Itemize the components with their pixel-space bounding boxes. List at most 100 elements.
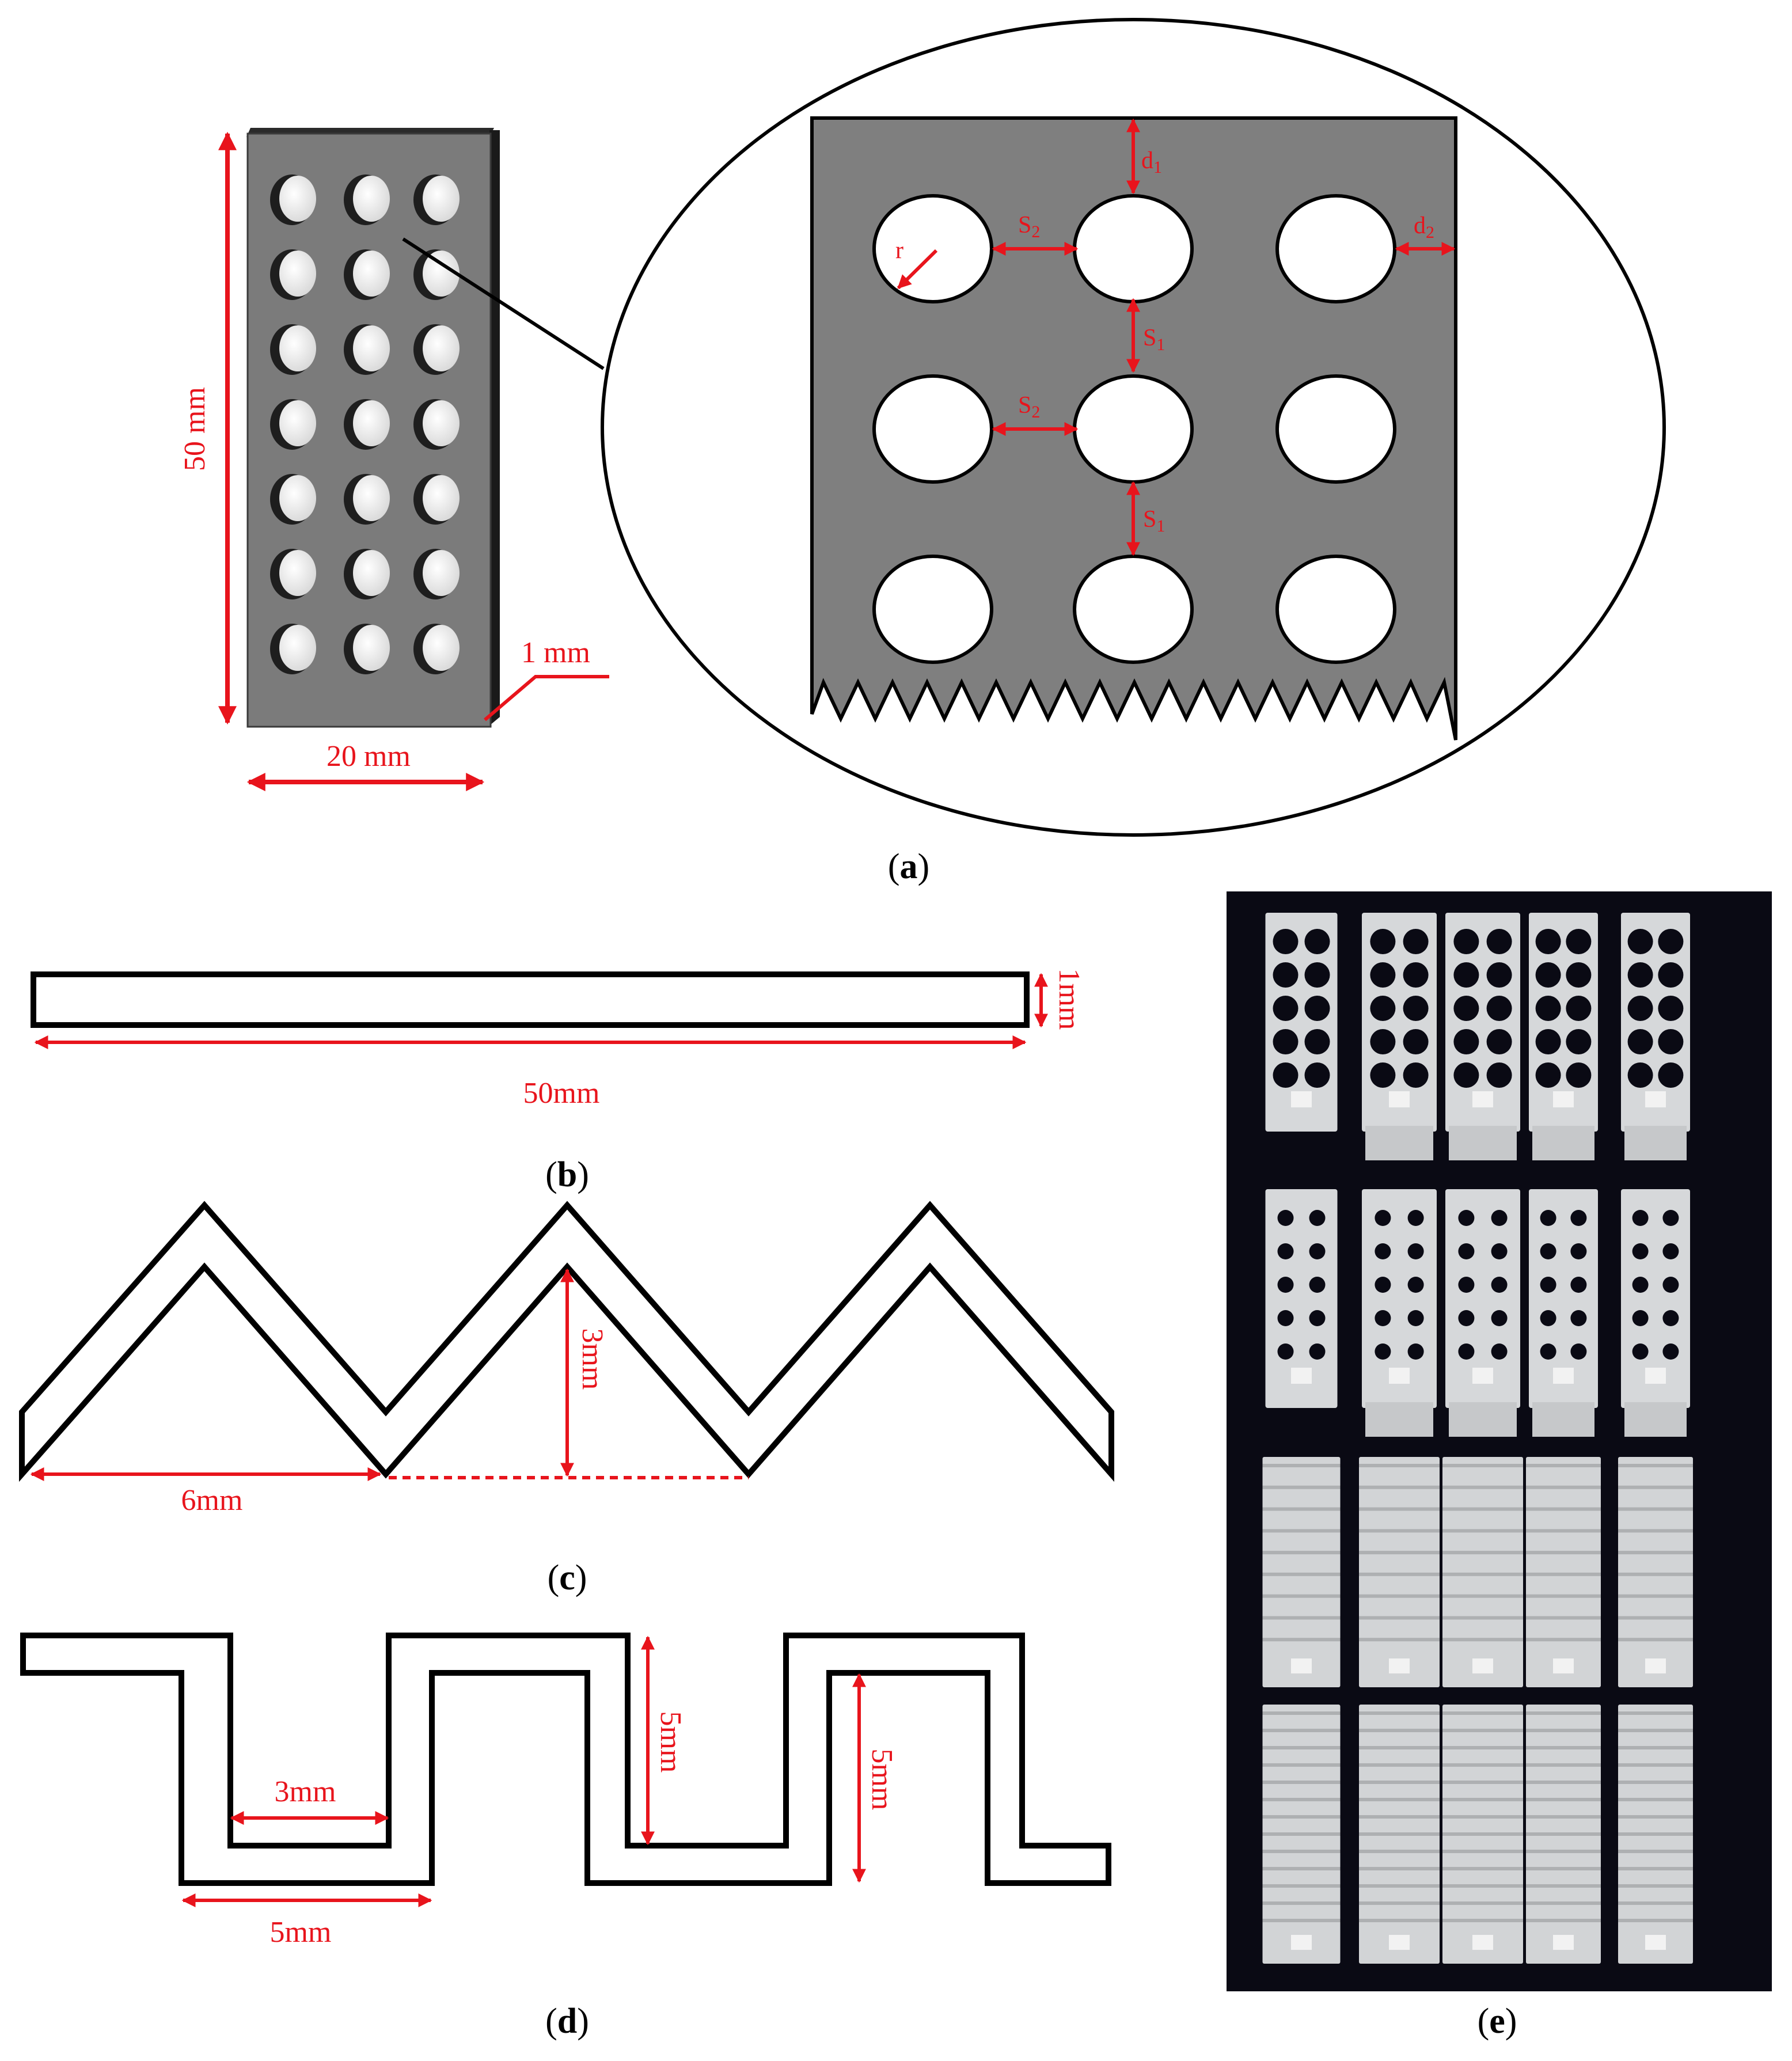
caption-a: (a) — [888, 847, 929, 886]
plate-thickness-label: 1 mm — [521, 636, 590, 669]
panel-c: 6mm 3mm (c) — [19, 1201, 1114, 1597]
specimen-hole — [1491, 1343, 1508, 1360]
specimen-ridge — [1262, 1594, 1341, 1598]
specimen-hole — [1662, 1243, 1679, 1259]
specimen-hole — [1403, 996, 1429, 1021]
specimen-hole — [1407, 1343, 1424, 1360]
specimen-hole — [1375, 1343, 1391, 1360]
specimen-hole — [1273, 1029, 1299, 1054]
panel-e: (e) — [1227, 891, 1772, 2041]
specimen-hole — [1403, 1062, 1429, 1088]
specimen-hole — [1309, 1243, 1326, 1259]
specimen-triangular-corrugated — [1526, 1457, 1601, 1687]
specimen-ridge — [1526, 1798, 1601, 1801]
specimen-ridge — [1618, 1901, 1693, 1905]
specimen-ridge — [1442, 1746, 1523, 1749]
specimen-ridge — [1262, 1867, 1341, 1870]
s2-label-top: S2 — [1018, 212, 1040, 241]
specimen-ridge — [1262, 1616, 1341, 1620]
specimen-ridge — [1442, 1798, 1523, 1801]
zoomed-hole — [872, 194, 993, 303]
specimen-triangular-corrugated — [1442, 1457, 1523, 1687]
specimen-hole — [1627, 1062, 1653, 1088]
specimen-hole — [1277, 1343, 1294, 1360]
specimen-rectangular-corrugated — [1442, 1705, 1523, 1964]
plate-hole — [270, 624, 316, 674]
specimen-ridge — [1618, 1832, 1693, 1836]
s1-label-upper: S1 — [1143, 325, 1165, 354]
specimen-hole — [1458, 1310, 1475, 1326]
panel-d: 3mm 5mm 5mm 5mm (d) — [20, 1633, 1111, 2041]
specimen-hole — [1407, 1210, 1424, 1226]
specimen-hole — [1632, 1277, 1649, 1293]
plate-hole — [344, 324, 390, 375]
zoomed-hole — [1275, 194, 1396, 303]
specimen-ridge — [1618, 1798, 1693, 1801]
caption-c: (c) — [548, 1558, 587, 1597]
specimen-hole — [1662, 1210, 1679, 1226]
rectangular-profile — [20, 1633, 1111, 1886]
specimen-hole — [1486, 929, 1512, 954]
plate-hole — [413, 174, 460, 225]
specimen-hole — [1627, 929, 1653, 954]
specimen-hole — [1273, 996, 1299, 1021]
specimen-ridge — [1618, 1711, 1693, 1715]
zoomed-hole — [1073, 555, 1194, 664]
specimen-ridge — [1359, 1507, 1440, 1511]
specimen-large-holes — [1265, 913, 1338, 1132]
specimen-ridge — [1618, 1763, 1693, 1767]
specimen-hole — [1458, 1343, 1475, 1360]
specimen-hole — [1458, 1210, 1475, 1226]
zoomed-hole — [1073, 374, 1194, 484]
specimen-hole — [1658, 929, 1684, 954]
plate-thickness-leader — [484, 675, 609, 722]
specimen-triangular-corrugated — [1359, 1457, 1440, 1687]
specimen-hole — [1540, 1343, 1556, 1360]
specimen-ridge — [1618, 1507, 1693, 1511]
specimen-hole — [1632, 1243, 1649, 1259]
triangular-profile — [19, 1201, 1114, 1482]
specimen-hole — [1375, 1243, 1391, 1259]
specimen-ridge — [1359, 1572, 1440, 1576]
specimen-hole — [1535, 962, 1561, 988]
specimen-large-holes — [1445, 913, 1520, 1160]
specimen-small-holes — [1621, 1189, 1690, 1437]
specimen-rectangular-corrugated — [1618, 1705, 1693, 1964]
specimen-ridge — [1618, 1616, 1693, 1620]
specimen-ridge — [1359, 1815, 1440, 1819]
specimen-small-holes — [1362, 1189, 1437, 1437]
specimen-hole — [1535, 996, 1561, 1021]
specimen-large-holes — [1362, 913, 1437, 1160]
specimen-ridge — [1359, 1464, 1440, 1467]
specimen-ridge — [1262, 1919, 1341, 1922]
specimen-ridge — [1262, 1901, 1341, 1905]
specimen-hole — [1566, 1062, 1592, 1088]
plate-hole — [344, 474, 390, 525]
specimen-hole — [1491, 1310, 1508, 1326]
specimen-ridge — [1262, 1832, 1341, 1836]
specimen-ridge — [1359, 1901, 1440, 1905]
plate-hole — [413, 624, 460, 674]
specimen-ridge — [1442, 1832, 1523, 1836]
specimen-ridge — [1526, 1746, 1601, 1749]
specimen-hole — [1304, 929, 1330, 954]
specimen-hole — [1535, 1062, 1561, 1088]
specimen-hole — [1486, 996, 1512, 1021]
specimen-ridge — [1442, 1464, 1523, 1467]
specimen-ridge — [1526, 1884, 1601, 1888]
specimen-ridge — [1262, 1572, 1341, 1576]
specimen-hole — [1370, 1029, 1396, 1054]
specimen-ridge — [1359, 1746, 1440, 1749]
specimen-ridge — [1526, 1551, 1601, 1555]
specimen-hole — [1491, 1210, 1508, 1226]
specimen-ridge — [1618, 1884, 1693, 1888]
specimen-large-holes — [1621, 913, 1690, 1160]
specimen-small-holes — [1265, 1189, 1338, 1408]
specimen-hole — [1453, 1062, 1479, 1088]
specimen-ridge — [1618, 1746, 1693, 1749]
specimen-ridge — [1618, 1529, 1693, 1533]
specimen-ridge — [1618, 1815, 1693, 1819]
specimen-ridge — [1442, 1901, 1523, 1905]
specimen-ridge — [1442, 1919, 1523, 1922]
specimen-ridge — [1262, 1763, 1341, 1767]
